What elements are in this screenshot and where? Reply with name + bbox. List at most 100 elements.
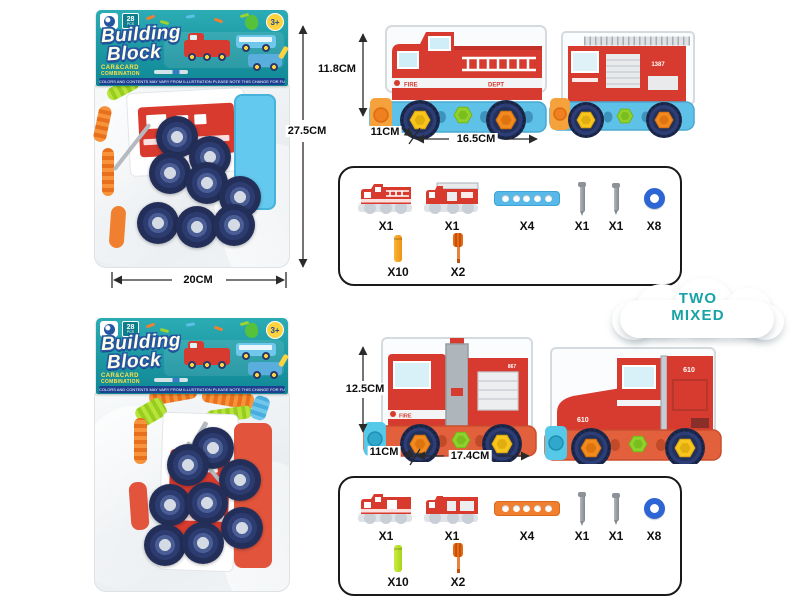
wheel-piece — [149, 152, 191, 194]
mini-wheel — [242, 44, 250, 52]
pcs-unit: PCS — [126, 330, 135, 334]
dim-toy-length-bottom: 17.4CM — [448, 450, 492, 462]
top-parts-list-box: X1 X1 — [338, 166, 682, 286]
ring-nut-icon — [636, 178, 672, 218]
orange-block — [108, 205, 127, 249]
hole-strip-icon — [488, 178, 566, 218]
package-title-line2: Block — [106, 349, 162, 374]
wheel-piece — [186, 482, 228, 524]
front-wheel — [571, 428, 611, 464]
part-ring-nut: X8 — [636, 178, 672, 233]
mini-wheel — [188, 361, 196, 369]
pcs-badge: 28 PCS — [122, 321, 139, 337]
pcs-badge: 28 PCS — [122, 13, 139, 29]
truck-roof — [454, 46, 542, 52]
wheel-piece — [167, 444, 209, 486]
base-hole — [603, 111, 613, 123]
fire-truck-card-icon — [354, 178, 418, 218]
part-fire-engine-card: X1 — [420, 488, 484, 543]
bottom-fire-truck-toy: FIRE DEPT 867 — [363, 337, 537, 462]
cab-stripe — [617, 400, 663, 406]
mini-wheel — [253, 371, 261, 379]
shutter-door — [606, 54, 640, 88]
part-short-screw: X1 — [602, 488, 630, 543]
dim-toy-length-top: 16.5CM — [454, 133, 498, 145]
mini-wheel — [203, 361, 211, 369]
package-disclaimer: COLORS AND CONTENTS MAY VARY FROM ILLUST… — [99, 78, 285, 85]
subtitle-line1: CAR&CARD — [101, 373, 139, 379]
header-bus-illustration — [236, 35, 276, 52]
part-hole-strip: X4 — [488, 178, 566, 233]
part-count: X1 — [444, 219, 460, 233]
header-excavator-illustration — [248, 362, 282, 379]
subtitle-line2: COMBINATION — [101, 70, 140, 77]
rear-wheel — [482, 424, 522, 462]
mini-wheel — [218, 53, 226, 61]
part-count: X1 — [378, 529, 394, 543]
part-fire-engine-card: X1 — [420, 178, 484, 233]
screw-icon — [602, 488, 630, 528]
top-package-header: 28 PCS 3+ Building B — [96, 10, 288, 86]
box-vent — [691, 418, 709, 428]
part-screwdriver: X2 — [436, 232, 480, 279]
side-stripe — [392, 78, 542, 88]
mini-wheel — [262, 352, 270, 360]
screwdriver-icon — [436, 542, 480, 574]
dino-illustration — [243, 13, 260, 32]
pump-tower — [445, 343, 469, 429]
cloud-text-line2: MIXED — [671, 306, 725, 324]
cloud-badge-text: TWO MIXED — [612, 290, 784, 324]
decor-stick — [145, 14, 156, 21]
screwdriver-icon — [436, 232, 480, 264]
cab-window — [428, 36, 451, 51]
dim-bag-height: 27.5CM — [285, 125, 329, 137]
part-short-screw: X1 — [602, 178, 630, 233]
truck-number: 867 — [508, 364, 517, 370]
mini-wheel — [270, 371, 278, 379]
mini-wheel — [270, 63, 278, 71]
front-wheel — [400, 424, 440, 462]
part-ring-nut: X8 — [636, 488, 672, 543]
part-count: X1 — [574, 219, 590, 233]
dim-toy-height-bottom: 12.5CM — [343, 383, 387, 395]
bottom-semi-truck-toy: 610 610 — [544, 347, 722, 464]
ladder — [462, 56, 536, 72]
cloud-text-line1: TWO — [678, 290, 718, 307]
part-peg: X10 — [376, 232, 420, 279]
header-bus-illustration — [236, 343, 276, 360]
cab-window — [571, 51, 599, 73]
brand-logo — [100, 321, 118, 337]
pcs-count: 28 — [126, 16, 135, 23]
part-count: X1 — [608, 219, 624, 233]
part-count: X4 — [519, 529, 535, 543]
rear-wheel — [646, 102, 682, 138]
part-fire-truck-card: X1 — [354, 178, 418, 233]
ring-nut-icon — [636, 488, 672, 528]
part-count: X1 — [574, 529, 590, 543]
tower-valve — [451, 388, 463, 396]
fire-engine-card-icon — [420, 488, 484, 528]
dim-toy-depth-top: 11CM — [368, 126, 402, 138]
decor-stick — [145, 322, 156, 329]
mini-wheel — [188, 53, 196, 61]
part-count: X2 — [450, 265, 466, 279]
age-badge: 3+ — [266, 13, 284, 31]
orange-screw-piece — [134, 418, 147, 464]
part-count: X2 — [450, 575, 466, 589]
wheel-piece — [137, 202, 179, 244]
pcs-count: 28 — [126, 324, 135, 331]
emblem — [390, 411, 396, 417]
hole-strip-icon — [488, 488, 566, 528]
part-long-screw: X1 — [568, 178, 596, 233]
wheel-piece — [213, 204, 255, 246]
wheel-piece — [149, 484, 191, 526]
decor-stick — [185, 322, 196, 327]
package-subtitle: CAR&CARD COMBINATION — [101, 65, 140, 78]
rear-wheel — [665, 428, 705, 464]
age-badge: 3+ — [266, 321, 284, 339]
mini-wheel — [253, 63, 261, 71]
end-hole — [553, 107, 567, 121]
screw-icon — [602, 178, 630, 218]
subtitle-line2: COMBINATION — [101, 378, 140, 385]
